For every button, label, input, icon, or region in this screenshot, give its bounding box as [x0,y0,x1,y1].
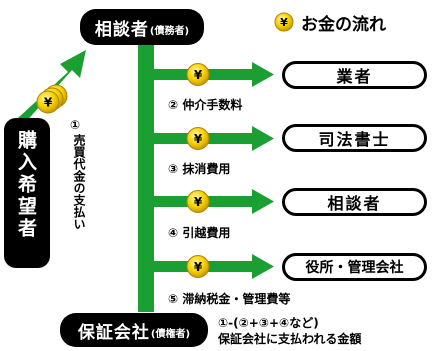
svg-text:¥: ¥ [194,68,203,82]
purchase-number: ① [70,118,81,132]
box-consultant: 相談者 [282,188,427,216]
svg-text:¥: ¥ [280,16,288,29]
node-buyer [4,118,50,268]
purchase-label: 売買代金の支払い [72,134,86,230]
box-office-management: 役所・管理会社 [282,253,427,281]
box-judicial-scrivener: 司法書士 [282,124,427,152]
branch-arrow-3 [154,189,274,214]
branch-arrow-2 [154,126,274,151]
node-consultant-top: 相談者 (債務者) [80,9,204,45]
fee-label-4: ④ 引越費用 [168,226,231,240]
node-guarantor-main: 保証会社 [77,322,150,343]
node-consultant-main: 相談者 [94,19,149,40]
box-vendor: 業者 [282,61,427,89]
node-buyer-label: 購入希望者 [15,130,37,240]
node-guarantor-sub: (債権者) [150,328,191,340]
yen-coin-icon: ¥ [186,127,210,150]
legend-label: お金の流れ [301,15,386,35]
svg-text:¥: ¥ [194,260,203,274]
green-trunk [138,40,154,312]
yen-coin-icon: ¥ [274,12,294,32]
branch-arrow-1 [154,62,274,87]
formula-line-2: 保証会社に支払われる金額 [218,332,362,346]
yen-coin-icon: ¥ [186,63,210,86]
node-consultant-sub: (債務者) [149,25,190,37]
fee-label-3: ③ 抹消費用 [168,162,231,176]
yen-coin-icon: ¥ [186,190,210,213]
node-guarantor: 保証会社 (債権者) [60,313,208,347]
yen-coin-icon: ¥ [186,255,210,278]
fee-label-5: ⑤ 滞納税金・管理費等 [168,292,291,306]
coin-stack-icon: ¥ [36,84,68,114]
svg-text:¥: ¥ [194,195,203,209]
fee-label-2: ② 仲介手数料 [168,98,243,112]
svg-text:¥: ¥ [44,96,53,110]
branch-arrow-4 [154,254,274,279]
svg-text:¥: ¥ [194,132,203,146]
formula-line-1: ①-(②+③+④など) [218,316,319,330]
